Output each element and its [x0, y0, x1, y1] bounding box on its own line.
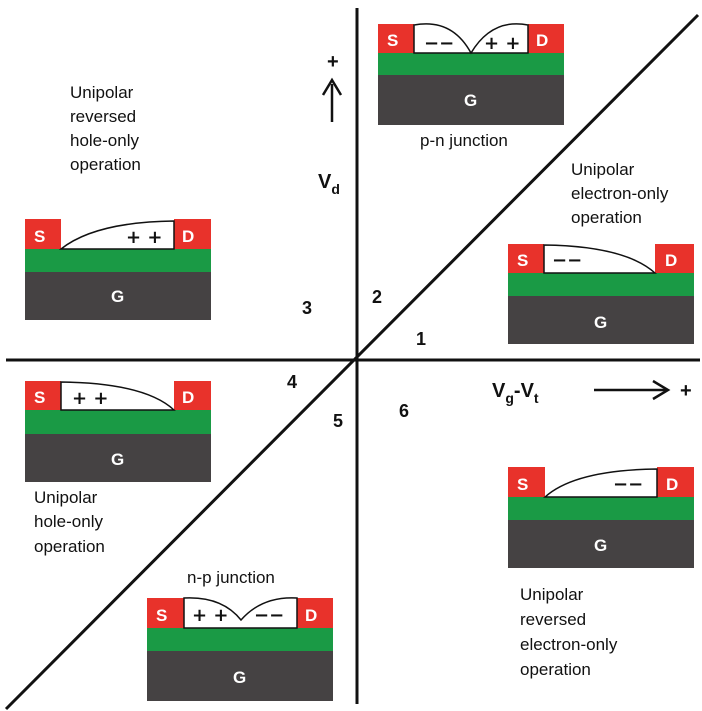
vg-axis-arrow: [594, 379, 671, 401]
gate-layer: [508, 296, 694, 344]
accumulation-region: [58, 220, 175, 250]
device-reversed-electron-only: S D G −−: [508, 467, 694, 568]
accumulation-region: [543, 244, 657, 274]
gate-label: G: [594, 536, 607, 555]
channel-layer: [378, 53, 564, 75]
vg-plus-sign: +: [680, 380, 692, 402]
source-contact: [25, 381, 61, 410]
drain-contact: [655, 244, 694, 273]
region-number-1: 1: [416, 329, 426, 349]
gate-label: G: [594, 313, 607, 332]
accumulation-region: [543, 468, 658, 498]
gate-label: G: [233, 668, 246, 687]
source-contact: [378, 24, 414, 53]
hole-charges: + +: [126, 227, 162, 248]
device-pn-junction: S D G −− + +: [378, 23, 564, 125]
region-number-3: 3: [302, 298, 312, 318]
device-reversed-hole-only: S D G + +: [25, 219, 211, 320]
diagonal-line: [4, 13, 700, 711]
vd-axis-label: Vd: [318, 171, 340, 197]
drain-label: D: [536, 31, 548, 50]
gate-layer: [25, 272, 211, 320]
device-hole-only: S D G + +: [25, 381, 211, 482]
region-number-5: 5: [333, 411, 343, 431]
electron-charges: −−: [613, 474, 643, 495]
region-number-2: 2: [372, 287, 382, 307]
electron-charges: −−: [424, 33, 454, 54]
drain-contact: [174, 219, 211, 249]
channel-layer: [25, 249, 211, 272]
gate-layer: [25, 434, 211, 482]
source-label: S: [517, 251, 528, 270]
device-electron-only: S D G −−: [508, 244, 694, 344]
device-np-junction: S D G + + −−: [147, 597, 333, 701]
electron-charges: −−: [552, 250, 582, 271]
drain-label: D: [305, 606, 317, 625]
channel-layer: [508, 273, 694, 296]
label-unipolar-reversed-hole-only: Unipolar reversed hole-only operation: [70, 83, 144, 174]
source-label: S: [156, 606, 167, 625]
gate-layer: [378, 75, 564, 125]
drain-contact: [174, 381, 211, 410]
drain-contact: [297, 598, 333, 628]
channel-layer: [25, 410, 211, 434]
source-label: S: [387, 31, 398, 50]
hole-charges: + +: [484, 33, 520, 54]
label-unipolar-electron-only: Unipolar electron-only operation: [571, 160, 673, 227]
drain-label: D: [666, 475, 678, 494]
depletion-region: [413, 23, 529, 55]
hole-charges: + +: [72, 388, 108, 409]
drain-label: D: [182, 227, 194, 246]
label-pn-junction: p-n junction: [420, 131, 508, 150]
hole-charges: + +: [192, 605, 228, 626]
source-label: S: [517, 475, 528, 494]
gate-label: G: [464, 91, 477, 110]
depletion-region: [183, 597, 298, 629]
channel-layer: [147, 628, 333, 651]
source-contact: [147, 598, 184, 628]
channel-layer: [508, 497, 694, 520]
gate-label: G: [111, 287, 124, 306]
label-np-junction: n-p junction: [187, 568, 275, 587]
accumulation-region: [60, 381, 176, 411]
source-contact: [25, 219, 61, 249]
drain-contact: [657, 467, 694, 497]
vd-plus-sign: +: [327, 51, 339, 73]
drain-label: D: [182, 388, 194, 407]
electron-charges: −−: [254, 605, 284, 626]
drain-contact: [528, 24, 564, 53]
drain-label: D: [665, 251, 677, 270]
region-number-4: 4: [287, 372, 297, 392]
source-label: S: [34, 227, 45, 246]
gate-layer: [508, 520, 694, 568]
gate-layer: [147, 651, 333, 701]
source-label: S: [34, 388, 45, 407]
vg-vt-axis-label: Vg-Vt: [492, 380, 539, 406]
label-unipolar-reversed-electron-only: Unipolar reversed electron-only operatio…: [520, 585, 622, 679]
region-number-6: 6: [399, 401, 409, 421]
gate-label: G: [111, 450, 124, 469]
vd-axis-arrow: [321, 77, 343, 122]
source-contact: [508, 244, 544, 273]
label-unipolar-hole-only: Unipolar hole-only operation: [34, 488, 108, 556]
source-contact: [508, 467, 545, 497]
